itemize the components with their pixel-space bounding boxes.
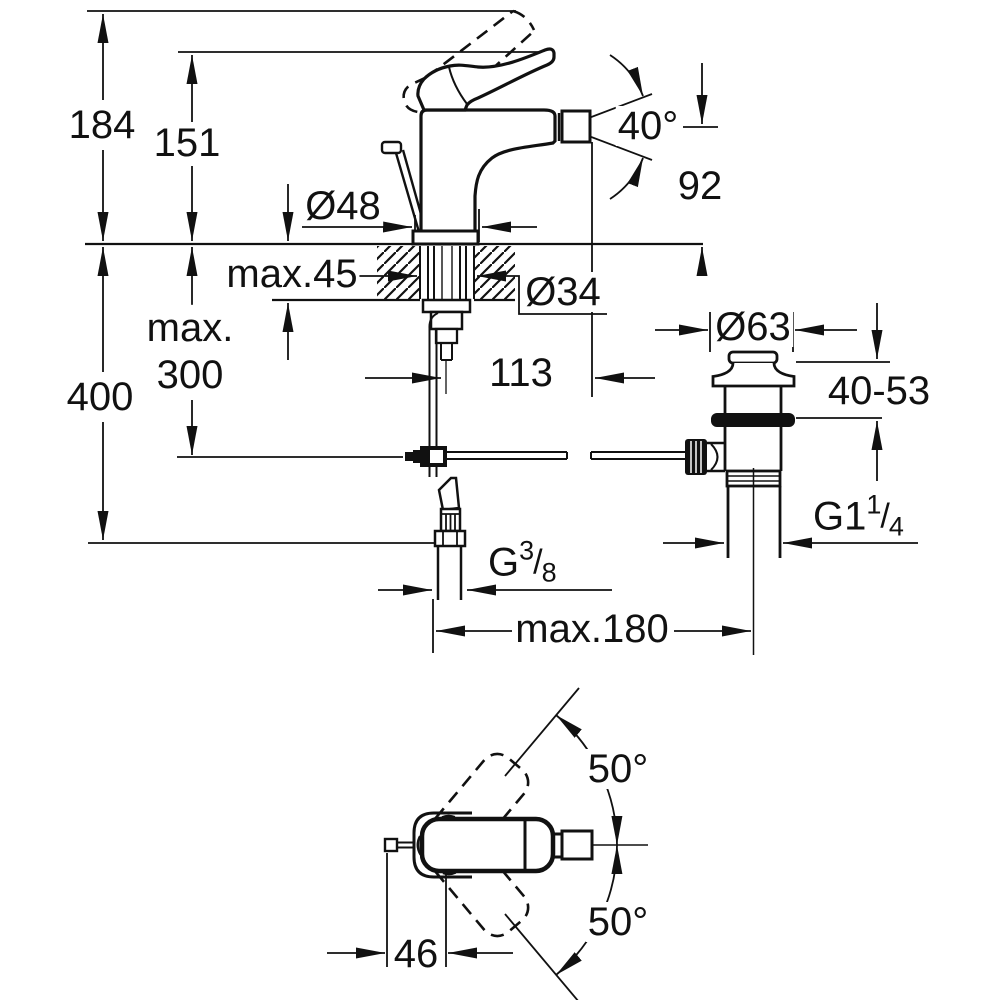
dim-rod-offset: 46	[391, 932, 441, 976]
thread-slash: /	[880, 497, 890, 536]
dim-rod-drop-line2: 300	[156, 353, 224, 397]
valve-cap	[727, 350, 779, 365]
lever-handle	[416, 47, 556, 112]
dim-lever-height: 151	[151, 121, 223, 165]
shank-washer	[421, 298, 472, 314]
thread-base: G	[488, 540, 520, 585]
thread-slash: /	[533, 543, 543, 582]
base-plate	[411, 229, 480, 246]
thread-base: G1	[813, 494, 867, 539]
spout-nozzle	[560, 109, 592, 144]
mounting-deck	[85, 242, 703, 302]
top-view-lever	[419, 816, 556, 874]
dim-rod-reach: max.180	[513, 607, 671, 651]
dim-swivel-angle-up: 50°	[585, 747, 651, 791]
flex-hose	[437, 476, 461, 512]
hex-nut	[433, 529, 467, 548]
faucet-body	[419, 108, 557, 235]
thread-denominator: 4	[888, 511, 904, 542]
dim-hole-diameter: Ø34	[523, 270, 603, 314]
thread-numerator: 3	[519, 535, 535, 566]
dim-spout-angle: 40°	[615, 104, 681, 148]
faucet-front-view	[380, 9, 592, 246]
dim-supply-thread: G3/8	[486, 537, 559, 586]
thread-numerator: 1	[866, 489, 882, 520]
faucet-top-view	[383, 752, 648, 938]
top-view-nozzle	[560, 829, 594, 861]
thread-denominator: 8	[541, 557, 557, 588]
dim-total-height: 184	[66, 103, 138, 147]
below-deck-assembly	[405, 246, 688, 600]
dim-rod-drop: max. 300	[144, 304, 236, 400]
valve-seal-ring	[711, 413, 795, 427]
dim-base-diameter: Ø48	[303, 184, 383, 228]
valve-flange	[711, 362, 796, 388]
dim-spout-height: 92	[675, 164, 725, 208]
top-view-escutcheon	[412, 811, 472, 879]
deck-hatch-right	[474, 246, 515, 299]
dim-rod-drop-line1: max.	[146, 305, 234, 350]
dim-valve-height-range: 40-53	[825, 369, 933, 413]
dim-valve-flange-diameter: Ø63	[713, 305, 793, 349]
dimension-lines	[87, 10, 918, 1000]
linkage-bar	[446, 451, 688, 460]
dim-spout-reach: 113	[487, 351, 555, 395]
dim-swivel-angle-down: 50°	[585, 900, 651, 944]
top-view-pull-rod	[383, 837, 399, 853]
dim-hose-drop: 400	[64, 375, 136, 419]
dim-drain-thread: G11/4	[811, 491, 906, 540]
dim-deck-thickness: max.45	[224, 252, 360, 296]
pop-up-waste-valve	[685, 350, 796, 655]
pull-rod-front	[380, 140, 428, 233]
deck-hatch-left	[377, 246, 420, 299]
